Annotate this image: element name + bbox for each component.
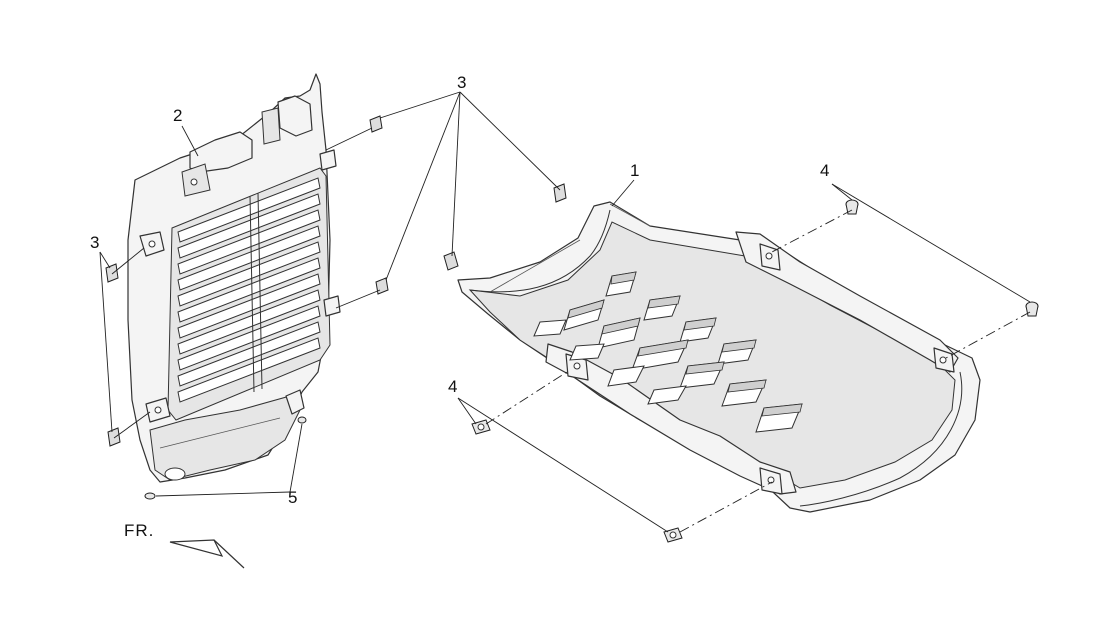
bolt: [1025, 301, 1039, 317]
clip: [443, 251, 459, 271]
callout-part-4-right: 4: [820, 161, 829, 180]
bolt: [471, 419, 491, 435]
rivet: [297, 416, 307, 424]
clip: [105, 263, 119, 283]
skid-plate: [457, 201, 981, 513]
front-grille-shroud: [127, 73, 341, 483]
rivet: [144, 492, 156, 500]
callout-part-5: 5: [288, 488, 297, 507]
bolt: [663, 527, 683, 543]
callout-part-4-left: 4: [448, 377, 457, 396]
leader-lines: [99, 91, 1031, 533]
clip: [375, 277, 389, 295]
callout-part-3-left: 3: [90, 233, 99, 252]
bolt-fasteners: [144, 199, 1039, 543]
skid-plate-vents: [533, 271, 803, 433]
callout-part-2: 2: [173, 106, 182, 125]
callout-part-1: 1: [630, 161, 639, 180]
front-direction-indicator: FR.: [124, 521, 245, 569]
clip: [553, 183, 567, 203]
grille-slats: [177, 177, 321, 403]
clip: [107, 427, 121, 447]
direction-label: FR.: [124, 521, 154, 540]
callout-part-3-top: 3: [457, 73, 466, 92]
